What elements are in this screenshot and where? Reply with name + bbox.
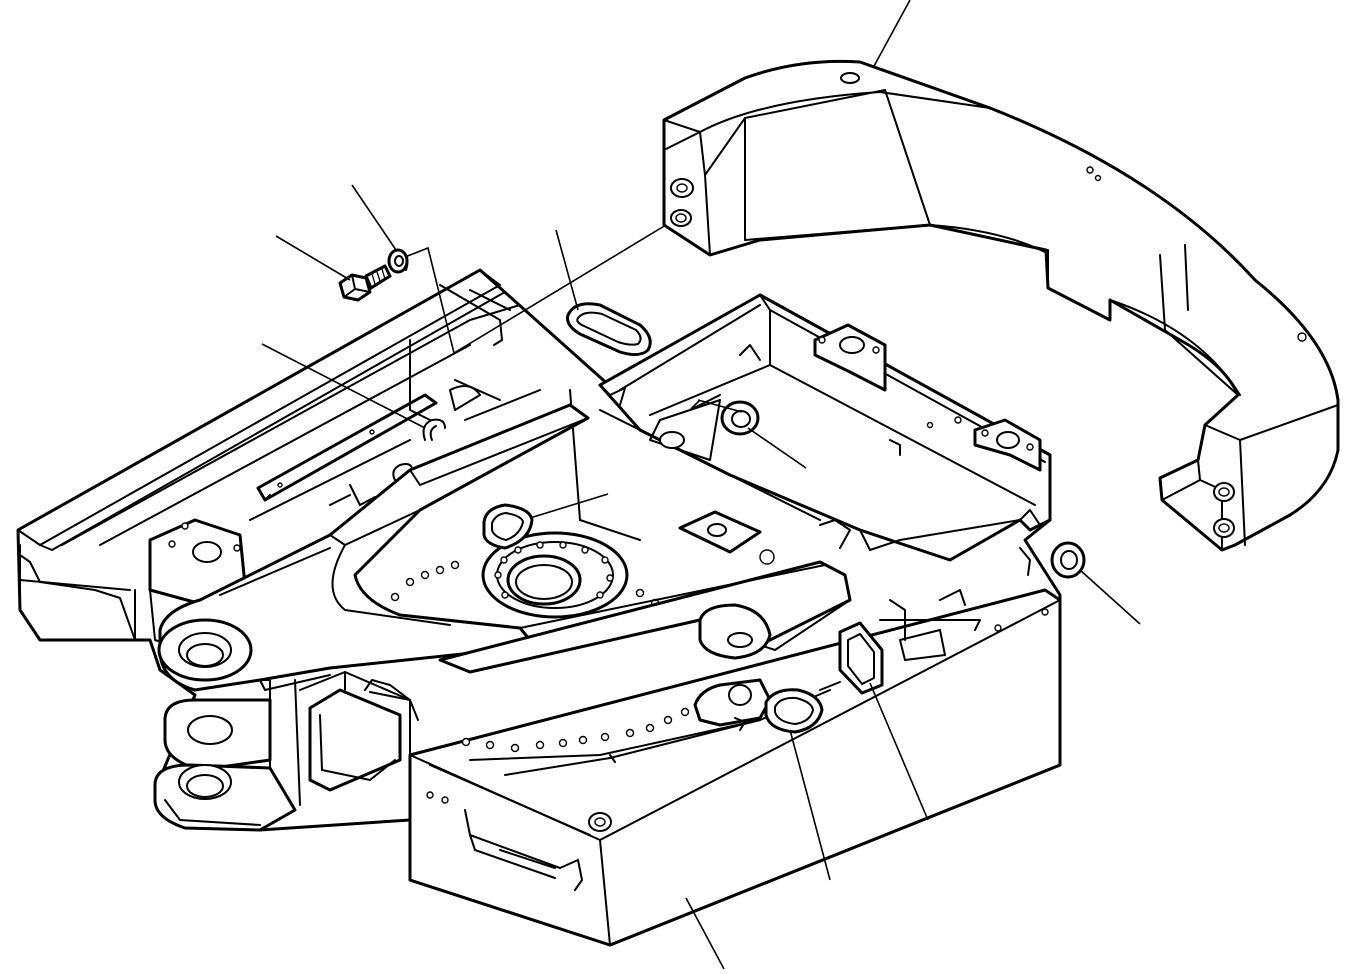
clip-wire [392, 418, 446, 481]
leader-bolt [275, 235, 351, 281]
leader-bolt-axis [404, 224, 667, 355]
counterweight [662, 59, 1340, 552]
frame-rear-beam [408, 588, 1062, 947]
grommet-round-right [1050, 541, 1086, 579]
washer [387, 248, 409, 274]
grommet-oval-upper [566, 302, 652, 357]
leader-counterweight [872, 0, 911, 69]
leader-grommet-round-right [1079, 569, 1141, 625]
bracket-arm [158, 403, 590, 692]
grommet-round-center [720, 400, 760, 436]
leader-grommet-round-center [747, 427, 807, 469]
bolt [338, 264, 392, 302]
leader-grommet-oval-upper [555, 229, 579, 311]
leader-lines [261, 0, 1141, 970]
leader-washer [351, 184, 397, 251]
leader-frame [685, 897, 725, 970]
boom-bracket [153, 403, 852, 832]
leader-clip-wire [261, 343, 426, 429]
leader-grommet-oval-lower [789, 729, 831, 881]
revolving-frame [16, 268, 1062, 947]
swing-bearing [481, 531, 629, 619]
leader-grommet-square [869, 682, 929, 821]
grommet-square [838, 621, 884, 695]
grommet-oval-lower [764, 688, 824, 734]
leader-grommet-oval-inner [529, 493, 609, 519]
grommet-oval-inner [482, 503, 534, 550]
